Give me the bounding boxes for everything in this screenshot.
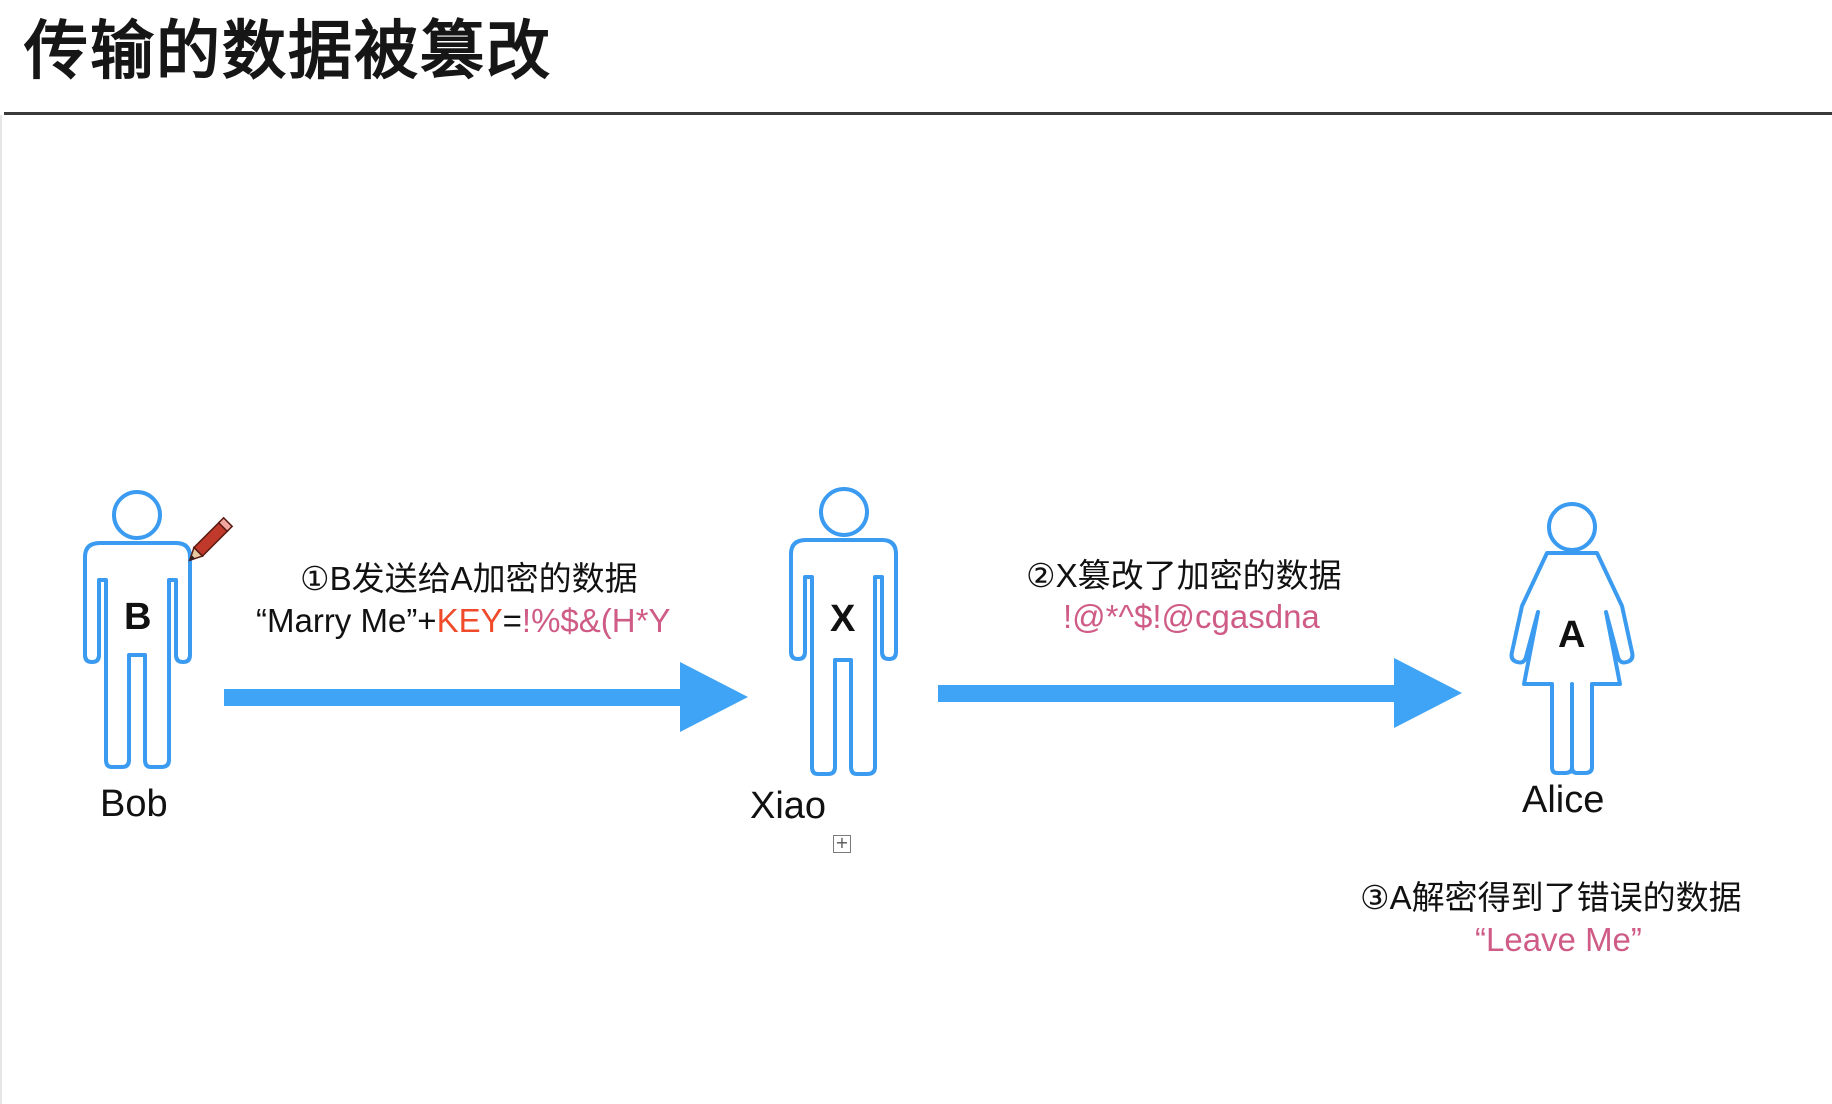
alice-head: [1547, 502, 1597, 552]
bob-head: [112, 490, 162, 540]
step1-ciphertext: !%$&(H*Y: [521, 602, 671, 639]
xiao-body: [789, 538, 898, 776]
arrow-bob-to-xiao: [224, 662, 748, 732]
slide-title: 传输的数据被篡改: [24, 15, 552, 89]
slide-left-border: [0, 115, 2, 1104]
bob-name: Bob: [100, 783, 168, 825]
step2-ciphertext: !@*^$!@cgasdna: [1063, 598, 1320, 635]
step1-equals: =: [502, 602, 522, 639]
alice-body: [1509, 551, 1635, 775]
step2-label: ②X篡改了加密的数据: [1026, 557, 1342, 594]
alice-badge: A: [1558, 614, 1586, 656]
xiao-figure: [789, 487, 898, 776]
step1-key: KEY: [436, 602, 503, 639]
alice-figure: [1509, 502, 1635, 775]
xiao-badge: X: [830, 598, 856, 640]
bob-figure: [83, 490, 192, 769]
bob-badge: B: [124, 596, 152, 638]
alice-name: Alice: [1522, 779, 1605, 821]
step3-label: ③A解密得到了错误的数据: [1360, 879, 1742, 916]
arrow-xiao-to-alice: [938, 658, 1462, 728]
bob-body: [83, 541, 192, 769]
step1-message: “Marry Me”+KEY=!%$&(H*Y: [256, 602, 670, 640]
xiao-head: [819, 487, 869, 537]
step3-result: “Leave Me”: [1475, 921, 1642, 958]
title-divider: [4, 112, 1832, 115]
step1-plaintext: “Marry Me”+: [256, 602, 437, 639]
pencil-icon: [188, 516, 234, 562]
step1-label: ①B发送给A加密的数据: [300, 560, 638, 597]
xiao-name: Xiao: [750, 785, 827, 827]
expand-icon[interactable]: +: [833, 835, 851, 853]
